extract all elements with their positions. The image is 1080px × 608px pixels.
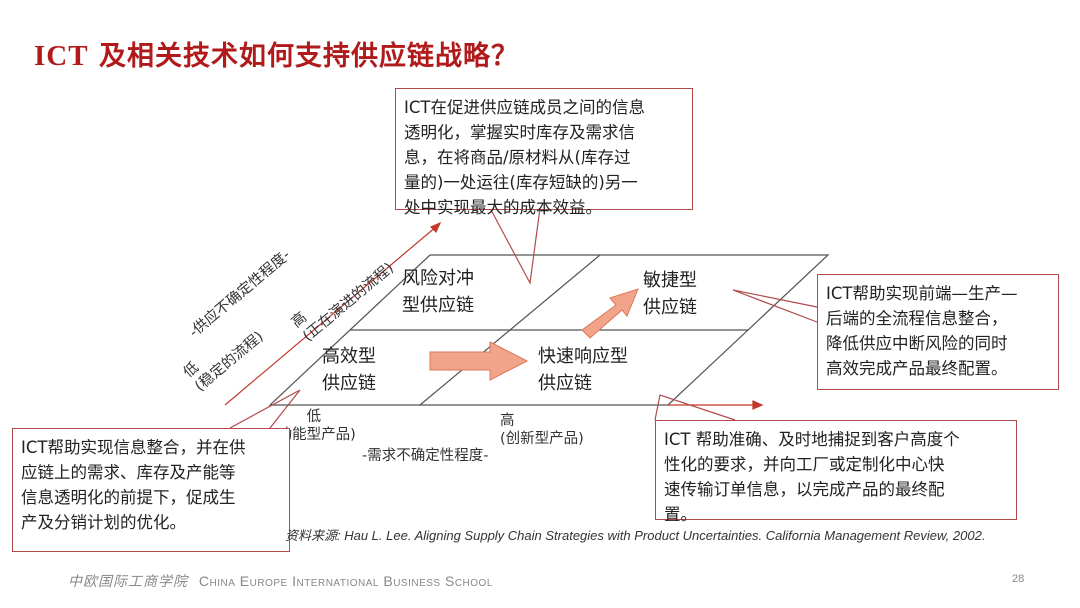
horizontal-axis-label: -需求不确定性程度- (362, 448, 489, 464)
title-text: 及相关技术如何支持供应链战略？ (88, 41, 519, 72)
horizontal-axis-low: 低 (功能型产品) (272, 409, 356, 443)
callout-right-pointer (732, 289, 818, 323)
callout-top: ICT在促进供应链成员之间的信息 透明化，掌握实时库存及需求信 息，在将商品/原… (395, 88, 693, 217)
callout-right: ICT帮助实现前端—生产— 后端的全流程信息整合， 降低供应中断风险的同时 高效… (817, 274, 1059, 390)
cell-responsive: 快速响应型 供应链 (538, 346, 628, 394)
grid-vertical-divider (419, 254, 601, 406)
grid-outline (268, 254, 830, 406)
school-name-en: China Europe International Business Scho… (198, 573, 493, 589)
vertical-axis-arrowhead (429, 221, 442, 234)
callout-top-pointer (489, 207, 541, 285)
horizontal-axis-high: 高 (创新型产品) (500, 413, 584, 447)
school-logo: 中欧国际工商学院 China Europe International Busi… (68, 571, 493, 591)
cell-efficient: 高效型 供应链 (322, 346, 376, 394)
cell-risk-hedging: 风险对冲 型供应链 (402, 268, 474, 316)
title-prefix: ICT (34, 40, 89, 72)
callout-bottom-left-pointer (229, 389, 301, 429)
source-citation: 资料来源: Hau L. Lee. Aligning Supply Chain … (285, 528, 986, 543)
callout-bottom-right: ICT 帮助准确、及时地捕捉到客户高度个 性化的要求，并向工厂或定制化中心快 速… (655, 420, 1017, 524)
callout-bottom-right-pointer (654, 394, 736, 421)
arrow-responsive-to-agile (581, 288, 639, 339)
vertical-axis-line (224, 225, 438, 406)
school-name-cn: 中欧国际工商学院 (68, 574, 188, 590)
callout-bottom-left: ICT帮助实现信息整合，并在供 应链上的需求、库存及产能等 信息透明化的前提下，… (12, 428, 290, 552)
arrow-efficient-to-responsive (429, 341, 529, 381)
cell-agile: 敏捷型 供应链 (643, 270, 697, 318)
page-number: 28 (1012, 573, 1025, 585)
horizontal-axis-arrowhead (752, 400, 764, 410)
page-title: ICT 及相关技术如何支持供应链战略？ (34, 34, 519, 73)
